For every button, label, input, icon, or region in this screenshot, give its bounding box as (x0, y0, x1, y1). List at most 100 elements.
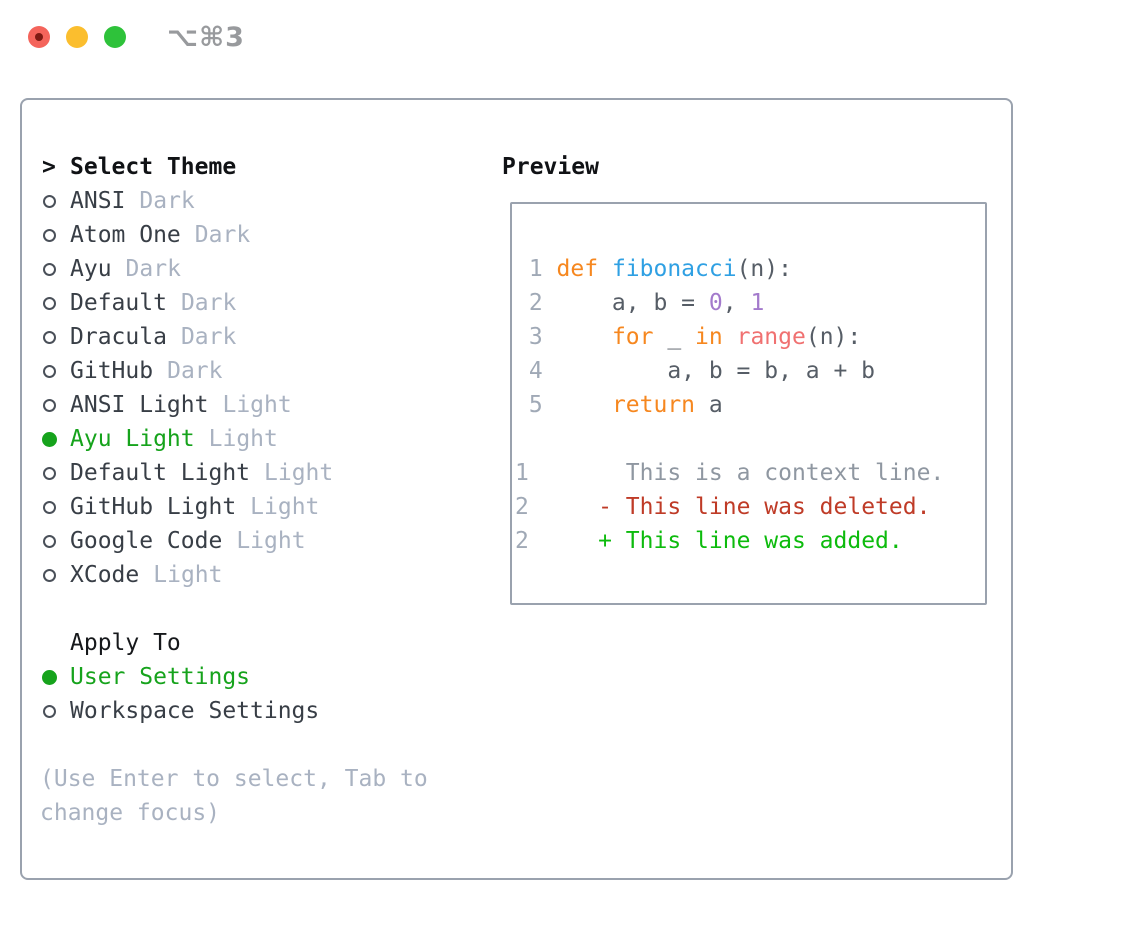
option-label: Google Code (70, 528, 223, 554)
radio-circle-icon (43, 466, 56, 480)
spacer (42, 728, 428, 762)
option-variant-label: Dark (180, 290, 237, 316)
radio-unselected-icon (42, 534, 70, 548)
option-label: Dracula (70, 324, 167, 350)
code-token-keyword: return (611, 392, 696, 418)
code-token-plain: , (722, 290, 751, 316)
zoom-button-icon[interactable] (104, 26, 126, 48)
close-button-icon[interactable] (28, 26, 50, 48)
code-token-plain: a (695, 392, 723, 418)
radio-unselected-icon (42, 296, 70, 310)
code-token-number: 0 (708, 290, 723, 316)
apply-to-option[interactable]: Workspace Settings (42, 694, 428, 728)
traffic-light-buttons (28, 26, 126, 48)
option-label: Default (70, 290, 167, 316)
theme-option[interactable]: ANSI Dark (42, 184, 428, 218)
code-token-call: range (736, 324, 806, 350)
line-number: 3 (515, 324, 557, 350)
radio-circle-icon (43, 534, 56, 548)
code-token-plain (557, 324, 612, 350)
line-number: 1 (515, 256, 557, 282)
diff-line-context: 1 This is a context line. (515, 456, 985, 490)
option-label: Default Light (70, 460, 251, 486)
option-label: Ayu Light (70, 426, 195, 452)
line-number: 4 (515, 358, 557, 384)
radio-circle-icon (43, 704, 56, 718)
diff-text: + This line was added. (598, 528, 903, 554)
theme-option[interactable]: Atom One Dark (42, 218, 428, 252)
code-token-keyword: def (556, 256, 612, 282)
option-variant-label: Light (250, 494, 320, 520)
code-token-plain (557, 392, 612, 418)
radio-unselected-icon (42, 398, 70, 412)
option-label: GitHub (70, 358, 154, 384)
option-label: ANSI (70, 188, 126, 214)
radio-unselected-icon (42, 568, 70, 582)
line-number: 5 (515, 392, 557, 418)
code-preview: 1 def fibonacci(n): 2 a, b = 0, 1 3 for … (515, 252, 985, 422)
code-line: 4 a, b = b, a + b (515, 354, 985, 388)
radio-unselected-icon (42, 364, 70, 378)
radio-unselected-icon (42, 330, 70, 344)
line-number: 1 (515, 460, 599, 486)
option-variant-label: Light (153, 562, 223, 588)
radio-circle-icon (43, 194, 56, 208)
option-label: ANSI Light (70, 392, 209, 418)
radio-circle-icon (42, 431, 57, 447)
code-line: 5 return a (515, 388, 985, 422)
option-variant-label: Light (208, 426, 278, 452)
option-label: User Settings (70, 664, 251, 690)
preview-title: Preview (502, 154, 599, 180)
option-label: Atom One (70, 222, 181, 248)
apply-to-option[interactable]: User Settings (42, 660, 428, 694)
minimize-button-icon[interactable] (66, 26, 88, 48)
theme-option[interactable]: Ayu Light Light (42, 422, 428, 456)
option-variant-label: Dark (125, 256, 181, 282)
theme-option[interactable]: Default Dark (42, 286, 428, 320)
theme-list-header-row: > Select Theme (42, 150, 428, 184)
diff-line-added: 2 + This line was added. (515, 524, 985, 558)
spacer (42, 592, 428, 626)
option-variant-label: Dark (194, 222, 251, 248)
theme-list-title: Select Theme (70, 154, 237, 180)
line-number: 2 (515, 494, 599, 520)
radio-unselected-icon (42, 704, 70, 718)
code-line: 1 def fibonacci(n): (515, 252, 985, 286)
radio-unselected-icon (42, 466, 70, 480)
radio-circle-icon (43, 500, 56, 514)
radio-unselected-icon (42, 228, 70, 242)
apply-to-header-row: Apply To (42, 626, 428, 660)
keyboard-hint-line-1: (Use Enter to select, Tab to (40, 766, 428, 792)
option-variant-label: Dark (167, 358, 223, 384)
line-number: 2 (515, 528, 599, 554)
code-token-plain: (n): (805, 324, 862, 350)
option-label: GitHub Light (70, 494, 237, 520)
apply-to-title: Apply To (70, 630, 181, 656)
theme-option[interactable]: GitHub Light Light (42, 490, 428, 524)
option-label: Workspace Settings (70, 698, 320, 724)
radio-circle-icon (43, 568, 56, 582)
radio-circle-icon (43, 228, 56, 242)
prompt-caret-icon: > (42, 154, 56, 180)
radio-unselected-icon (42, 500, 70, 514)
radio-circle-icon (43, 262, 56, 276)
code-token-keyword: in (695, 324, 723, 350)
option-variant-label: Dark (139, 188, 195, 214)
code-token-plain (723, 324, 737, 350)
window-titlebar: ⌥⌘3 (0, 0, 1140, 74)
radio-circle-icon (43, 364, 56, 378)
keyboard-hint-line-2: change focus) (40, 800, 221, 826)
diff-line-deleted: 2 - This line was deleted. (515, 490, 985, 524)
code-line: 2 a, b = 0, 1 (515, 286, 985, 320)
theme-option[interactable]: GitHub Dark (42, 354, 428, 388)
diff-text: - This line was deleted. (598, 494, 931, 520)
code-token-plain: a, b = (556, 290, 709, 316)
